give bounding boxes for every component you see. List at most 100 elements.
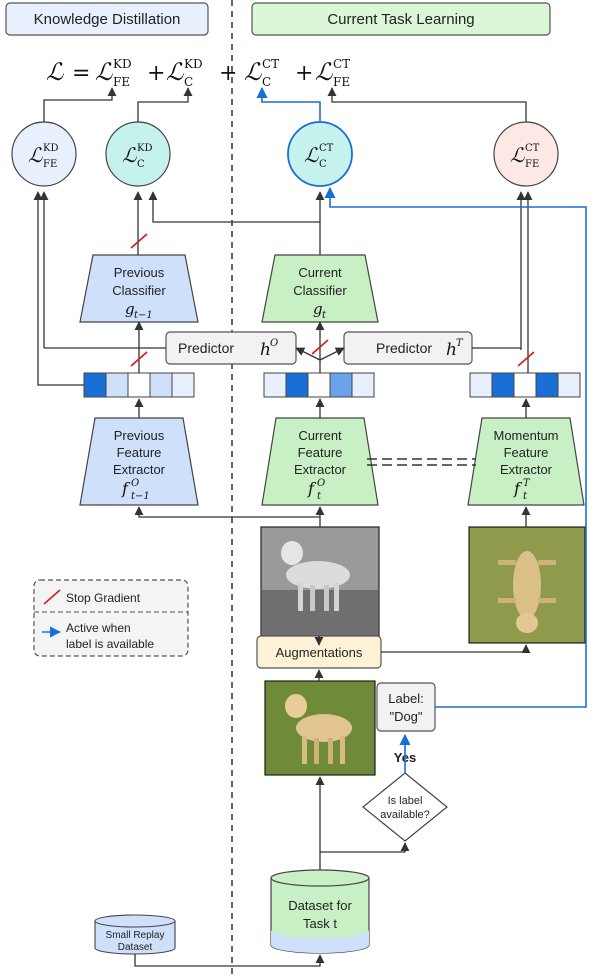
svg-text:g: g: [125, 300, 135, 318]
svg-text:Feature: Feature: [298, 445, 343, 460]
svg-text:f: f: [513, 479, 523, 498]
svg-text:Classifier: Classifier: [293, 283, 347, 298]
svg-text:Extractor: Extractor: [113, 462, 166, 477]
loss-circle-c-kd: ℒ KD C: [105, 121, 171, 187]
input-image-dog: [264, 680, 376, 776]
dataset-cylinder: Dataset for Task t: [270, 869, 370, 954]
svg-text:ℒ: ℒ: [28, 143, 43, 167]
svg-text:available?: available?: [380, 809, 430, 821]
svg-text:g: g: [313, 300, 323, 318]
svg-text:Previous: Previous: [114, 428, 165, 443]
svg-text:Extractor: Extractor: [294, 462, 347, 477]
svg-text:Predictor: Predictor: [178, 340, 234, 356]
loss-plus-2: +: [219, 61, 237, 86]
left-title: Knowledge Distillation: [34, 11, 181, 28]
svg-text:O: O: [317, 478, 325, 489]
augmented-image-grayscale: [260, 526, 380, 644]
svg-text:FE: FE: [43, 159, 57, 170]
svg-text:O: O: [131, 478, 139, 489]
svg-text:Feature: Feature: [117, 445, 162, 460]
legend-active-l2: label is available: [66, 637, 154, 651]
legend-active-l1: Active when: [66, 621, 131, 635]
svg-text:CT: CT: [262, 57, 279, 71]
svg-text:f: f: [307, 479, 317, 498]
svg-text:FE: FE: [113, 75, 130, 89]
svg-text:Current: Current: [298, 428, 342, 443]
loss-term-fe-ct: ℒ CT FE: [315, 57, 350, 89]
svg-text:O: O: [270, 338, 278, 349]
svg-text:t−1: t−1: [131, 491, 150, 502]
knowledge-distillation-header: Knowledge Distillation: [5, 2, 209, 36]
replay-cylinder: Small Replay Dataset: [94, 914, 176, 955]
decision-diamond: Is label available?: [362, 772, 448, 842]
svg-text:t−1: t−1: [134, 310, 153, 321]
stop-gradient-marks: [130, 233, 535, 367]
svg-text:Is label: Is label: [388, 795, 423, 807]
stop-gradient-icon: [43, 589, 61, 605]
svg-text:T: T: [456, 338, 464, 349]
svg-text:Extractor: Extractor: [500, 462, 553, 477]
svg-text:CT: CT: [319, 143, 334, 154]
svg-text:"Dog": "Dog": [389, 709, 422, 724]
loss-equals: =: [72, 61, 90, 86]
svg-text:ℒ: ℒ: [122, 143, 137, 167]
svg-text:Dataset for: Dataset for: [288, 898, 352, 913]
loss-lhs: ℒ: [46, 58, 64, 86]
label-box: Label: "Dog": [376, 682, 436, 732]
svg-text:Dataset: Dataset: [118, 942, 153, 953]
predictor-o: Predictor h O: [165, 331, 297, 365]
svg-text:Classifier: Classifier: [112, 283, 166, 298]
svg-text:Small Replay: Small Replay: [106, 930, 165, 941]
svg-text:t: t: [322, 310, 327, 321]
previous-feature-extractor: Previous Feature Extractor f O t−1: [79, 417, 199, 506]
right-title: Current Task Learning: [327, 11, 474, 28]
svg-text:Previous: Previous: [114, 265, 165, 280]
svg-text:KD: KD: [137, 143, 153, 154]
svg-text:C: C: [262, 75, 271, 89]
svg-text:Predictor: Predictor: [376, 340, 432, 356]
svg-text:t: t: [317, 491, 322, 502]
svg-text:ℒ: ℒ: [315, 58, 333, 86]
svg-text:FE: FE: [525, 159, 539, 170]
svg-text:Current: Current: [298, 265, 342, 280]
svg-text:Augmentations: Augmentations: [276, 645, 363, 660]
svg-text:f: f: [121, 479, 131, 498]
loss-plus-3: +: [295, 61, 313, 86]
svg-text:ℒ: ℒ: [510, 143, 525, 167]
svg-text:h: h: [446, 340, 457, 360]
svg-text:C: C: [137, 159, 145, 170]
svg-text:Task t: Task t: [303, 916, 337, 931]
augmentations-box: Augmentations: [256, 635, 382, 669]
svg-text:T: T: [523, 478, 531, 489]
svg-text:C: C: [184, 75, 193, 89]
feature-vector-momentum: [469, 372, 581, 398]
svg-text:t: t: [523, 491, 528, 502]
legend-box: Stop Gradient Active when label is avail…: [33, 579, 189, 657]
loss-circle-fe-ct: ℒ CT FE: [493, 121, 559, 187]
svg-text:Feature: Feature: [504, 445, 549, 460]
svg-text:FE: FE: [333, 75, 350, 89]
svg-text:KD: KD: [113, 57, 132, 71]
svg-text:ℒ: ℒ: [95, 58, 113, 86]
svg-text:ℒ: ℒ: [166, 58, 184, 86]
loss-circle-fe-kd: ℒ KD FE: [11, 121, 77, 187]
current-feature-extractor: Current Feature Extractor f O t: [261, 417, 379, 506]
svg-text:CT: CT: [525, 143, 540, 154]
loss-plus-1: +: [147, 61, 165, 86]
svg-text:CT: CT: [333, 57, 350, 71]
svg-text:ℒ: ℒ: [304, 143, 319, 167]
svg-text:KD: KD: [43, 143, 59, 154]
svg-text:C: C: [319, 159, 327, 170]
svg-text:h: h: [260, 340, 271, 360]
loss-term-c-ct: ℒ CT C: [244, 57, 279, 89]
augmented-image-rotated: [468, 526, 586, 644]
momentum-feature-extractor: Momentum Feature Extractor f T t: [467, 417, 585, 506]
svg-text:Momentum: Momentum: [493, 428, 558, 443]
current-task-learning-header: Current Task Learning: [251, 2, 551, 36]
predictor-t: Predictor h T: [343, 331, 473, 365]
previous-classifier: Previous Classifier g t−1: [79, 254, 199, 323]
loss-circle-c-ct: ℒ CT C: [287, 121, 353, 187]
feature-vector-previous: [83, 372, 195, 398]
svg-text:ℒ: ℒ: [244, 58, 262, 86]
